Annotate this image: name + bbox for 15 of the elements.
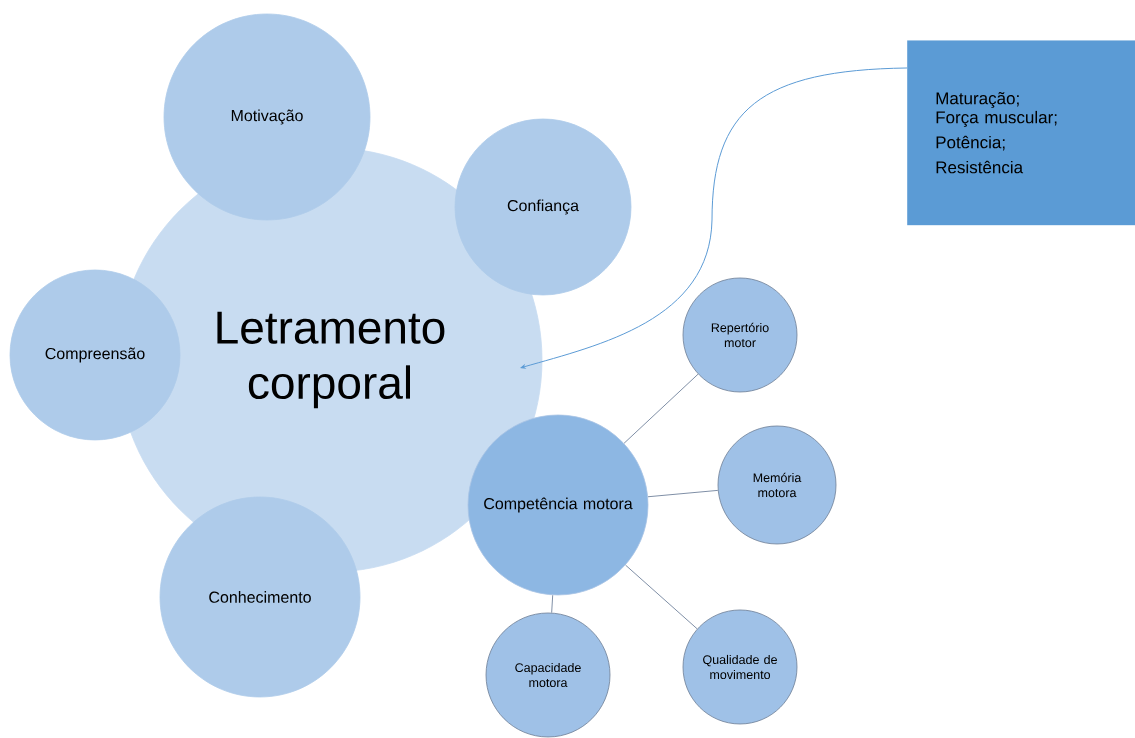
circle-node: Competência motora [467, 414, 649, 596]
circle-node: Compreensão [9, 269, 181, 441]
curved-arrow [520, 67, 908, 369]
connector-line [625, 564, 698, 630]
circle-node: Conhecimento [159, 496, 361, 698]
connector-line [647, 489, 719, 498]
circle-node: Memória motora [717, 425, 837, 545]
circle-node: Repertório motor [682, 277, 798, 393]
connector-line [623, 373, 699, 444]
circle-node: Qualidade de movimento [682, 609, 798, 725]
circle-node: Confiança [454, 118, 632, 296]
text-box: Maturação; Força muscular; Potência; Resistência [907, 40, 1135, 226]
connector-line [551, 594, 554, 614]
circle-node: Motivação [163, 13, 371, 221]
circle-node: Capacidade motora [485, 612, 611, 738]
